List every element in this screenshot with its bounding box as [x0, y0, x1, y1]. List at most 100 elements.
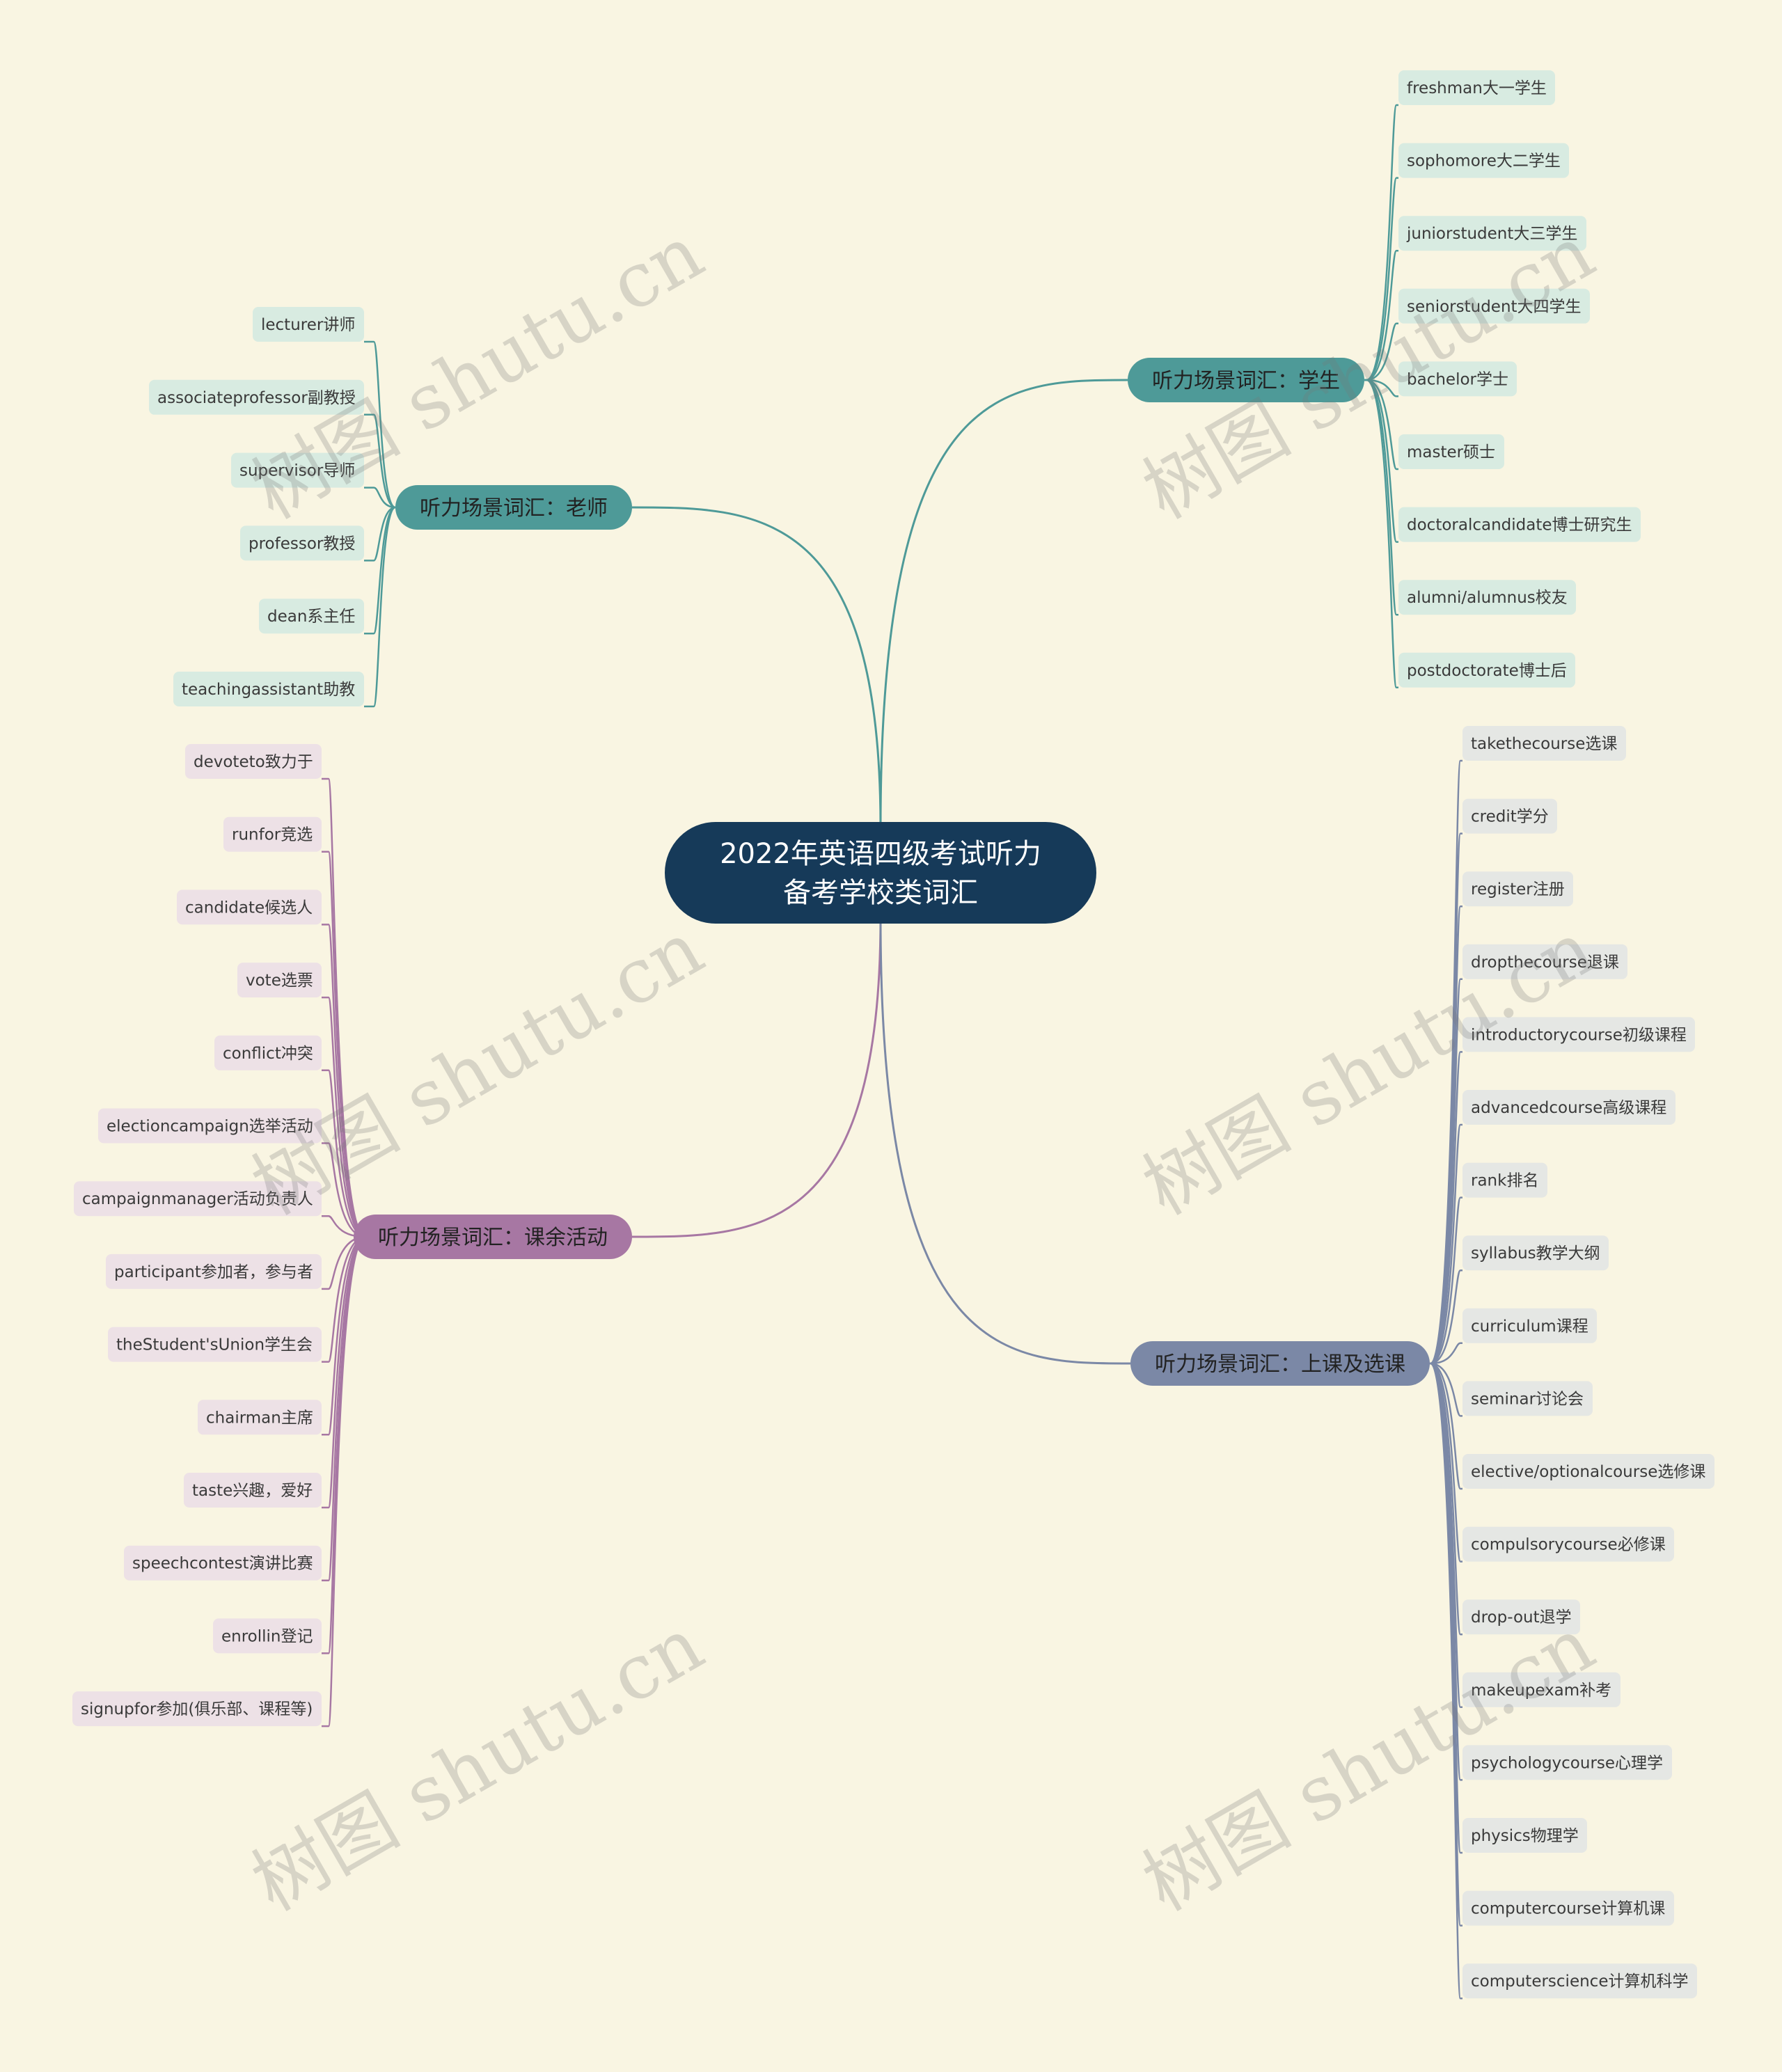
leaf-node-activities-12[interactable]: speechcontest演讲比赛 [124, 1545, 322, 1581]
branch-node-activities[interactable]: 听力场景词汇：课余活动 [354, 1215, 632, 1259]
leaf-node-courses-5[interactable]: introductorycourse初级课程 [1462, 1017, 1695, 1052]
leaf-node-courses-9[interactable]: curriculum课程 [1462, 1308, 1597, 1343]
leaf-node-student-7[interactable]: doctoralcandidate博士研究生 [1398, 507, 1641, 542]
leaf-node-activities-1[interactable]: devoteto致力于 [185, 744, 322, 779]
leaf-node-student-5[interactable]: bachelor学士 [1398, 361, 1517, 397]
leaf-node-activities-3[interactable]: candidate候选人 [177, 889, 322, 925]
leaf-node-student-8[interactable]: alumni/alumnus校友 [1398, 580, 1576, 615]
leaf-node-student-9[interactable]: postdoctorate博士后 [1398, 652, 1575, 688]
leaf-label: lecturer讲师 [261, 316, 355, 334]
leaf-node-courses-7[interactable]: rank排名 [1462, 1162, 1547, 1198]
leaf-connector [322, 1235, 366, 1581]
leaf-box [1462, 1235, 1609, 1271]
leaf-node-activities-13[interactable]: enrollin登记 [213, 1618, 322, 1654]
leaf-connector [1366, 177, 1398, 381]
branch-label: 听力场景词汇：老师 [420, 496, 608, 521]
leaf-connector [1366, 249, 1398, 381]
leaf-label: drop-out退学 [1471, 1608, 1572, 1627]
leaf-node-courses-10[interactable]: seminar讨论会 [1462, 1381, 1593, 1416]
leaf-label: electioncampaign选举活动 [107, 1118, 313, 1136]
leaf-label: computerscience计算机科学 [1471, 1972, 1688, 1991]
leaf-node-teacher-5[interactable]: dean系主任 [259, 599, 364, 634]
leaf-box [106, 1254, 322, 1289]
branch-label: 听力场景词汇：学生 [1152, 369, 1340, 393]
leaf-node-courses-6[interactable]: advancedcourse高级课程 [1462, 1090, 1675, 1125]
leaf-box [1462, 1745, 1672, 1780]
leaf-box [1462, 1818, 1587, 1853]
leaf-connector [1430, 1362, 1462, 1636]
leaf-box [231, 452, 364, 488]
leaf-node-courses-16[interactable]: physics物理学 [1462, 1818, 1587, 1853]
leaf-node-activities-7[interactable]: campaignmanager活动负责人 [74, 1181, 322, 1217]
leaf-box [1398, 143, 1569, 178]
leaf-node-activities-10[interactable]: chairman主席 [198, 1400, 322, 1435]
branch-pill [1130, 1341, 1430, 1386]
root-title-line1: 2022年英语四级考试听力 [720, 838, 1041, 870]
leaf-node-courses-14[interactable]: makeupexam补考 [1462, 1672, 1621, 1707]
leaf-connector [1366, 379, 1398, 689]
leaf-node-courses-3[interactable]: register注册 [1462, 871, 1573, 907]
leaf-node-student-1[interactable]: freshman大一学生 [1398, 70, 1555, 105]
leaf-node-teacher-2[interactable]: associateprofessor副教授 [149, 379, 364, 415]
leaf-node-courses-13[interactable]: drop-out退学 [1462, 1599, 1580, 1635]
leaf-node-activities-6[interactable]: electioncampaign选举活动 [98, 1108, 322, 1144]
leaf-node-activities-2[interactable]: runfor竞选 [223, 816, 322, 852]
leaf-label: psychologycourse心理学 [1471, 1754, 1663, 1772]
branch-pill [395, 485, 632, 530]
leaf-label: enrollin登记 [221, 1627, 313, 1645]
leaf-node-teacher-6[interactable]: teachingassistant助教 [173, 672, 364, 706]
leaf-node-activities-9[interactable]: theStudent'sUnion学生会 [108, 1327, 322, 1362]
leaf-box [1398, 216, 1586, 251]
leaf-box [1398, 434, 1504, 469]
leaf-node-student-2[interactable]: sophomore大二学生 [1398, 143, 1569, 178]
branch-pill [1128, 358, 1364, 402]
leaf-node-courses-1[interactable]: takethecourse选课 [1462, 726, 1626, 761]
leaf-label: rank排名 [1471, 1172, 1538, 1190]
leaf-node-activities-4[interactable]: vote选票 [237, 963, 322, 998]
leaf-label: sophomore大二学生 [1407, 152, 1561, 171]
leaf-node-courses-18[interactable]: computerscience计算机科学 [1462, 1963, 1697, 1999]
leaf-node-teacher-1[interactable]: lecturer讲师 [253, 307, 364, 342]
leaf-label: physics物理学 [1471, 1827, 1579, 1845]
branch-node-student[interactable]: 听力场景词汇：学生 [1128, 358, 1364, 402]
leaf-connector [322, 1069, 366, 1238]
leaf-node-student-4[interactable]: seniorstudent大四学生 [1398, 288, 1590, 324]
leaf-label: speechcontest演讲比赛 [132, 1555, 313, 1573]
leaf-box [1462, 1454, 1714, 1489]
leaf-box [1398, 652, 1575, 688]
leaf-node-activities-11[interactable]: taste兴趣，爱好 [184, 1473, 322, 1508]
leaf-node-activities-8[interactable]: participant参加者，参与者 [106, 1254, 322, 1289]
leaf-label: advancedcourse高级课程 [1471, 1099, 1666, 1117]
leaf-node-courses-17[interactable]: computercourse计算机课 [1462, 1890, 1674, 1926]
leaf-box [149, 379, 364, 415]
leaf-connector [1430, 1269, 1462, 1365]
leaf-label: postdoctorate博士后 [1407, 662, 1567, 680]
leaf-box [1462, 1162, 1547, 1198]
leaf-node-courses-8[interactable]: syllabus教学大纲 [1462, 1235, 1609, 1271]
leaf-node-activities-5[interactable]: conflict冲突 [214, 1035, 322, 1070]
leaf-node-courses-4[interactable]: dropthecourse退课 [1462, 944, 1627, 979]
leaf-label: alumni/alumnus校友 [1407, 589, 1568, 607]
leaf-box [214, 1035, 322, 1070]
leaf-node-teacher-3[interactable]: supervisor导师 [231, 452, 364, 488]
leaf-connector [364, 506, 396, 708]
leaf-label: curriculum课程 [1471, 1318, 1588, 1336]
leaf-node-activities-14[interactable]: signupfor参加(俱乐部、课程等) [72, 1691, 322, 1727]
branch-label: 听力场景词汇：课余活动 [378, 1226, 608, 1250]
branch-node-teacher[interactable]: 听力场景词汇：老师 [395, 485, 632, 530]
leaf-node-student-6[interactable]: master硕士 [1398, 434, 1504, 469]
leaf-node-student-3[interactable]: juniorstudent大三学生 [1398, 216, 1586, 251]
leaf-node-courses-2[interactable]: credit学分 [1462, 798, 1557, 834]
leaf-node-teacher-4[interactable]: professor教授 [240, 525, 364, 561]
leaf-box [1398, 361, 1517, 397]
leaf-node-courses-12[interactable]: compulsorycourse必修课 [1462, 1526, 1674, 1562]
leaf-node-courses-11[interactable]: elective/optionalcourse选修课 [1462, 1454, 1714, 1489]
leaf-connector [364, 506, 396, 562]
leaf-node-courses-15[interactable]: psychologycourse心理学 [1462, 1745, 1672, 1780]
leaf-box [1462, 944, 1627, 979]
branch-connector-student [879, 379, 1128, 828]
leaf-box [184, 1473, 322, 1508]
branch-node-courses[interactable]: 听力场景词汇：上课及选课 [1130, 1341, 1430, 1386]
